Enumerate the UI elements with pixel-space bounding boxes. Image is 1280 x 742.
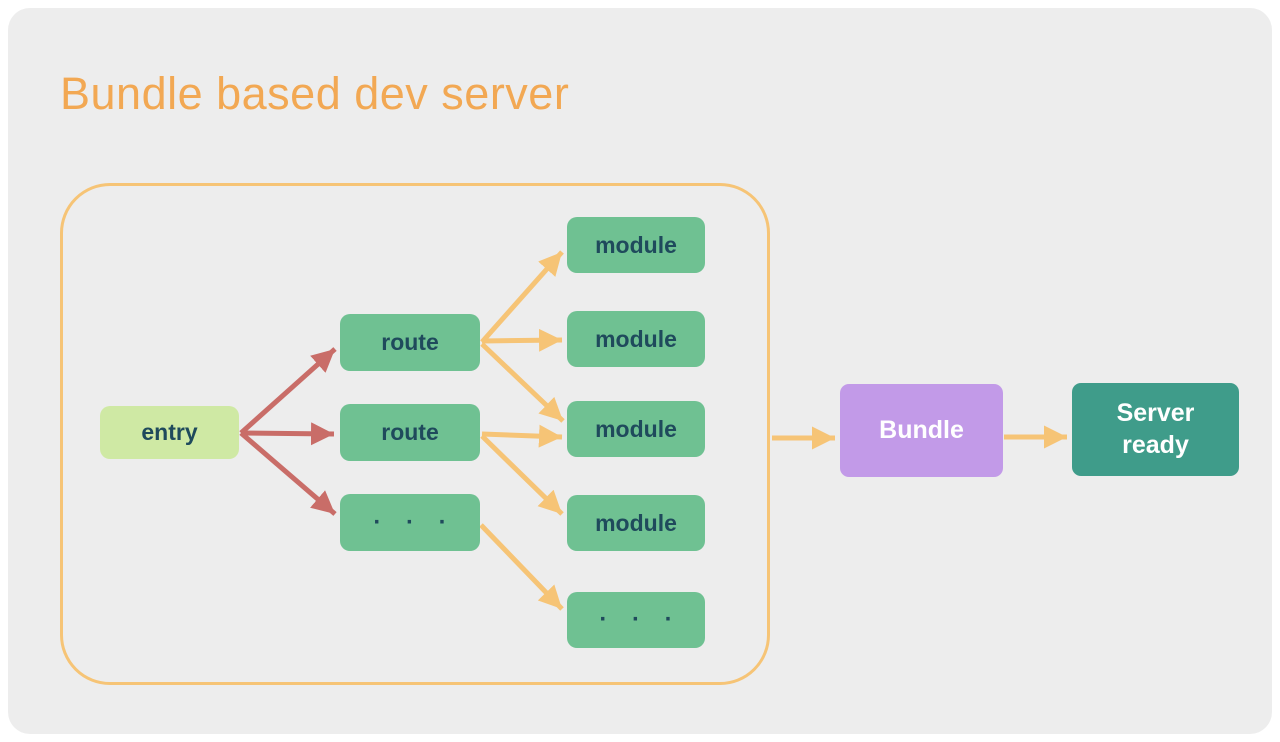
node-entry-label: entry bbox=[141, 419, 198, 445]
node-route-1: route bbox=[340, 314, 480, 371]
node-bundle-label: Bundle bbox=[879, 416, 964, 444]
node-route-2: route bbox=[340, 404, 480, 461]
node-module-ellipsis-label: · · · bbox=[599, 606, 682, 633]
node-module-2-label: module bbox=[595, 325, 677, 352]
node-bundle: Bundle bbox=[840, 384, 1003, 477]
module-graph-container bbox=[60, 183, 770, 685]
node-server-ready-label: Server ready bbox=[1116, 399, 1195, 459]
node-module-4-label: module bbox=[595, 509, 677, 536]
node-module-4: module bbox=[567, 495, 705, 551]
node-server-ready: Server ready bbox=[1072, 383, 1239, 476]
slide-panel: Bundle based dev server bbox=[8, 8, 1272, 734]
node-route-ellipsis: · · · bbox=[340, 494, 480, 551]
node-module-3-label: module bbox=[595, 415, 677, 442]
node-route-2-label: route bbox=[381, 419, 439, 445]
node-module-ellipsis: · · · bbox=[567, 592, 705, 648]
node-module-3: module bbox=[567, 401, 705, 457]
node-route-ellipsis-label: · · · bbox=[373, 508, 456, 536]
node-entry: entry bbox=[100, 406, 239, 459]
node-module-1: module bbox=[567, 217, 705, 273]
node-module-1-label: module bbox=[595, 231, 677, 258]
node-route-1-label: route bbox=[381, 329, 439, 355]
node-module-2: module bbox=[567, 311, 705, 367]
diagram-title: Bundle based dev server bbox=[60, 68, 570, 119]
